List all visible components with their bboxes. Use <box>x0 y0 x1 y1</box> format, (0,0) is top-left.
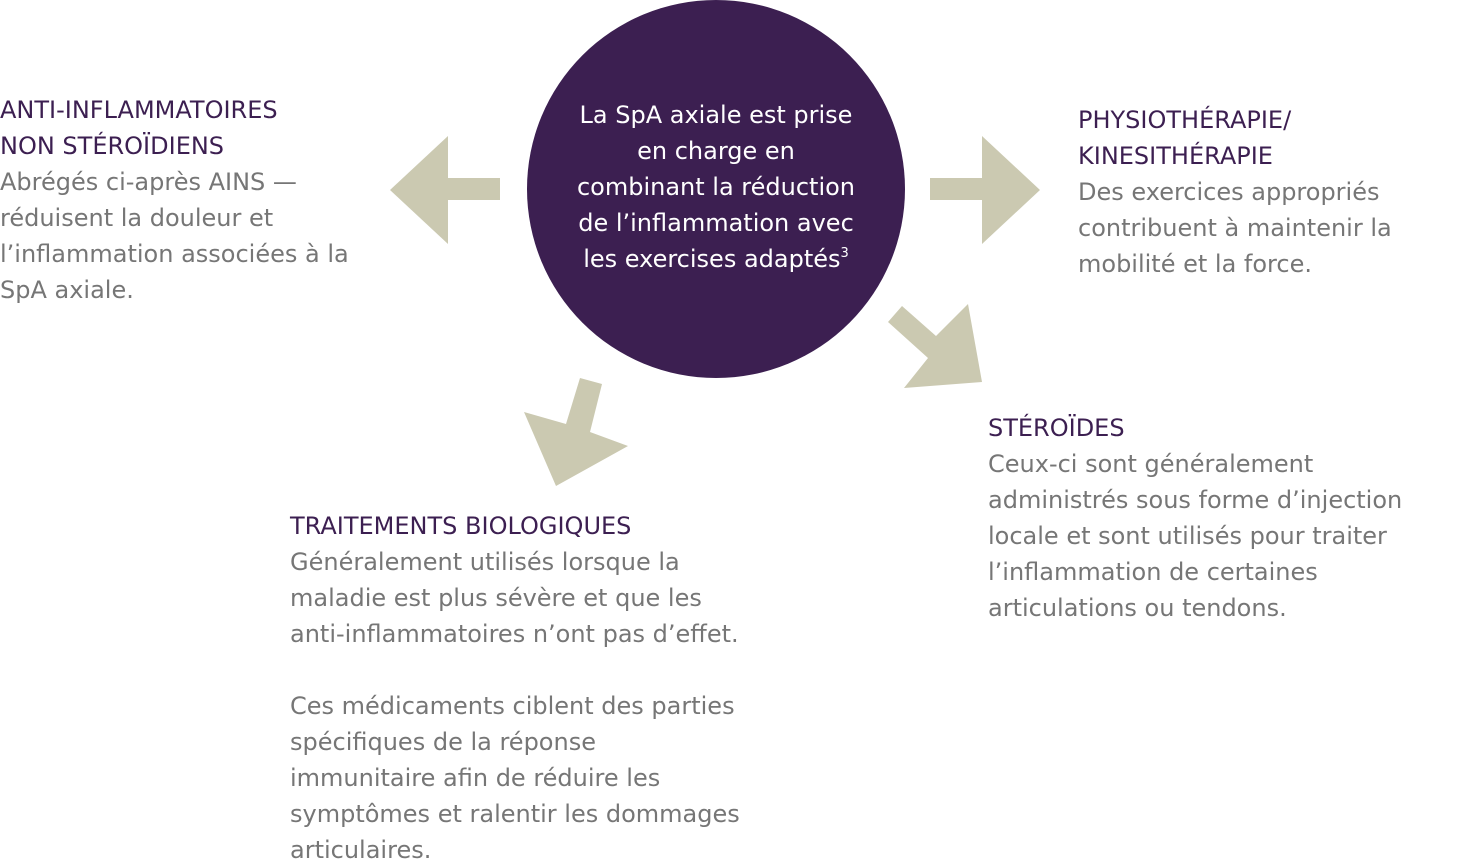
biologiques-block: TRAITEMENTS BIOLOGIQUES Généralement uti… <box>290 508 790 868</box>
steroides-title: STÉROÏDES <box>988 414 1125 442</box>
steroides-description: Ceux-ci sont généralement administrés so… <box>988 450 1403 622</box>
arrow-to-physio <box>930 136 1040 244</box>
arrow-to-steroides <box>888 304 982 388</box>
arrow-to-ains <box>390 136 500 244</box>
steroides-block: STÉROÏDES Ceux-ci sont généralement admi… <box>988 410 1468 626</box>
center-text: La SpA axiale est prise en charge en com… <box>551 97 881 277</box>
physio-description: Des exercices appropriés contribuent à m… <box>1078 178 1392 278</box>
ains-title: ANTI-INFLAMMATOIRES NON STÉROÏDIENS <box>0 96 278 160</box>
footnote-reference: 3 <box>840 245 849 261</box>
center-circle: La SpA axiale est prise en charge en com… <box>527 0 905 378</box>
ains-block: ANTI-INFLAMMATOIRES NON STÉROÏDIENS Abré… <box>0 92 400 308</box>
arrow-to-biologiques <box>524 378 628 486</box>
physio-block: PHYSIOTHÉRAPIE/ KINESITHÉRAPIE Des exerc… <box>1078 102 1468 282</box>
ains-description: Abrégés ci-après AINS — réduisent la dou… <box>0 168 349 304</box>
biologiques-title: TRAITEMENTS BIOLOGIQUES <box>290 512 632 540</box>
paragraph-gap <box>290 652 790 688</box>
biologiques-description-2: Ces médicaments ciblent des parties spéc… <box>290 692 740 864</box>
biologiques-description: Généralement utilisés lorsque la maladie… <box>290 548 739 648</box>
center-text-content: La SpA axiale est prise en charge en com… <box>576 100 856 273</box>
physio-title: PHYSIOTHÉRAPIE/ KINESITHÉRAPIE <box>1078 106 1292 170</box>
